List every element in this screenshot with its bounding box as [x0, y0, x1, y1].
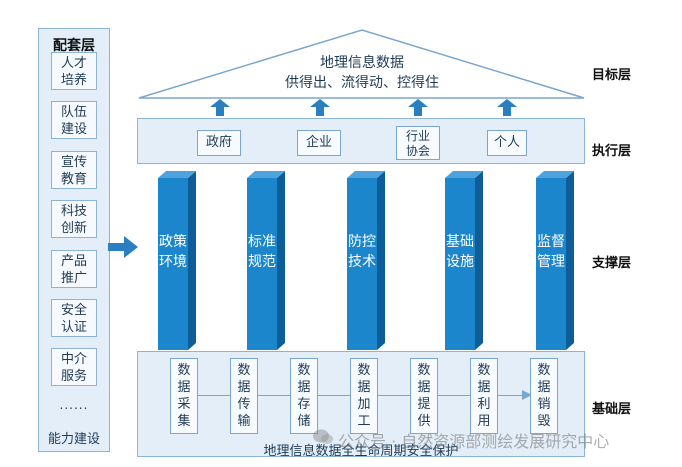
foundation-caption: 地理信息数据全生命周期安全保护: [263, 444, 459, 459]
support-item-innovation: 科技 创新: [51, 200, 97, 238]
foundation-item-transmission: 数 据 传 输: [230, 358, 258, 434]
exec-item-enterprise: 企业: [297, 130, 341, 156]
pillar-label-policy: 政策 环境: [159, 234, 187, 270]
pillar-supervision: [536, 171, 574, 350]
foundation-item-usage: 数 据 利 用: [470, 358, 498, 434]
support-item-talent: 人才 培养: [51, 52, 97, 90]
support-item-team: 队伍 建设: [51, 101, 97, 139]
support-item-intermediary: 中介 服务: [51, 348, 97, 386]
up-arrow-icon: [210, 99, 230, 116]
right-arrow-icon: [108, 236, 138, 258]
roof-shape: [138, 29, 585, 99]
pillar-policy: [158, 171, 196, 350]
foundation-item-storage: 数 据 存 储: [290, 358, 318, 434]
support-column-title: 配套层: [53, 38, 95, 54]
pillar-label-supervision: 监督 管理: [537, 234, 565, 270]
layer-label-foundation: 基础层: [592, 402, 632, 417]
pillar-label-infrastructure: 基础 设施: [446, 234, 474, 270]
support-item-promotion: 产品 推广: [51, 250, 97, 288]
pillar-standards: [247, 171, 285, 350]
support-ellipsis: ......: [59, 398, 89, 412]
up-arrow-icon: [408, 99, 428, 116]
exec-item-government: 政府: [197, 130, 241, 156]
layer-label-execution: 执行层: [592, 144, 632, 159]
support-bottom-label: 能力建设: [47, 432, 100, 447]
flow-arrow-icon: [522, 390, 532, 400]
foundation-item-processing: 数 据 加 工: [350, 358, 378, 434]
pillar-label-standards: 标准 规范: [248, 234, 276, 270]
up-arrow-icon: [497, 99, 517, 116]
exec-item-association: 行业 协会: [396, 126, 440, 160]
support-item-certification: 安全 认证: [51, 299, 97, 337]
foundation-item-destruction: 数 据 销 毁: [530, 358, 558, 434]
watermark: 公众号 · 自然资源部测绘发展研究中心: [338, 432, 610, 451]
roof-subtitle: 供得出、流得动、控得住: [285, 75, 439, 91]
support-item-publicity: 宣传 教育: [51, 151, 97, 189]
exec-item-individual: 个人: [487, 130, 527, 156]
pillar-label-technology: 防控 技术: [348, 234, 376, 270]
support-column: 配套层: [38, 28, 110, 452]
roof-title: 地理信息数据: [320, 55, 404, 71]
wechat-icon: [313, 429, 333, 444]
layer-label-support: 支撑层: [592, 256, 632, 271]
foundation-item-provision: 数 据 提 供: [410, 358, 438, 434]
foundation-item-collection: 数 据 采 集: [170, 358, 198, 434]
up-arrow-icon: [310, 99, 330, 116]
layer-label-goal: 目标层: [592, 68, 632, 83]
pillar-technology: [347, 171, 385, 350]
pillar-infrastructure: [445, 171, 483, 350]
